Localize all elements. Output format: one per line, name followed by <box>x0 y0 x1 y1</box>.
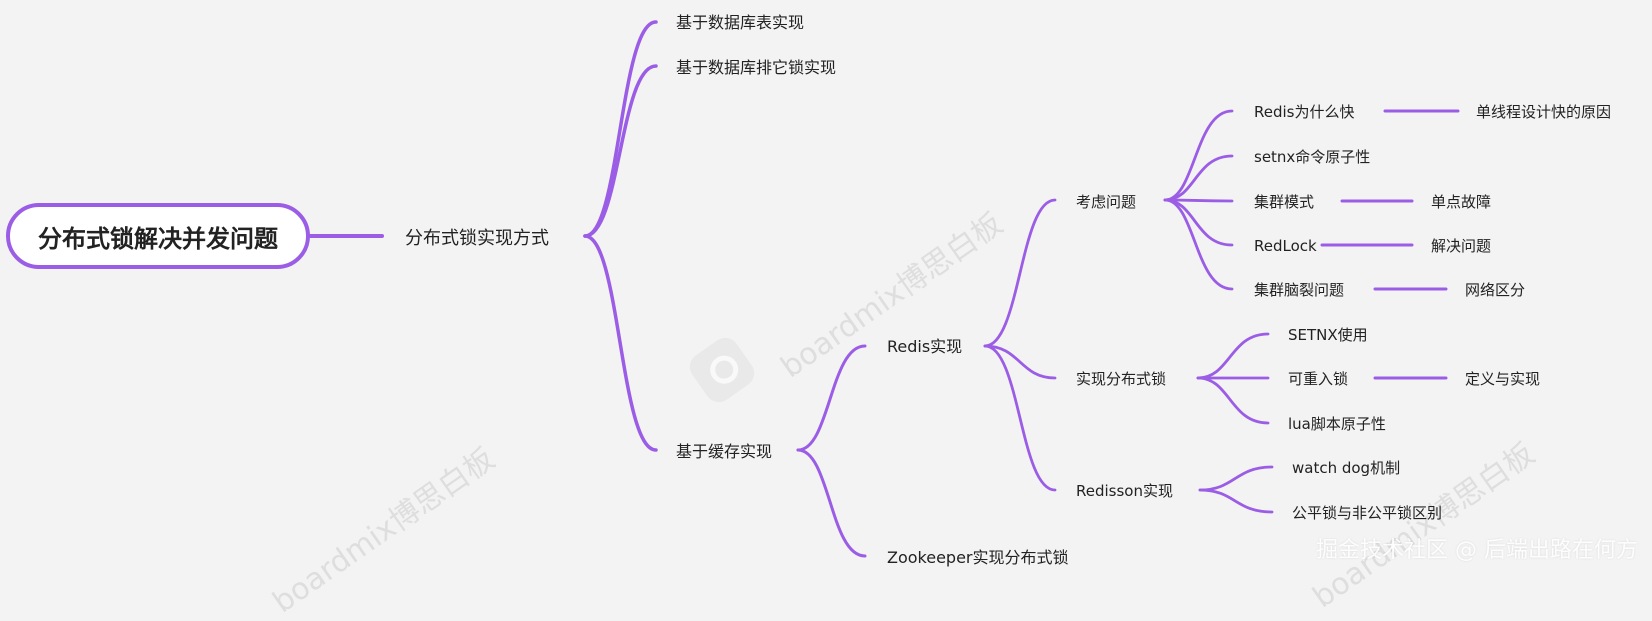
node-single-thread: 单线程设计快的原因 <box>1476 103 1611 121</box>
edge-cache-redis <box>796 344 867 452</box>
node-db-lock: 基于数据库排它锁实现 <box>676 58 836 77</box>
edge-redisson-watchdog <box>1198 465 1274 492</box>
node-definition: 定义与实现 <box>1465 370 1540 388</box>
node-redisson: Redisson实现 <box>1076 482 1173 500</box>
node-single-fault: 单点故障 <box>1431 193 1491 211</box>
edge-cache-zookeeper <box>796 448 867 558</box>
node-l1: 分布式锁实现方式 <box>405 228 549 249</box>
node-watchdog: watch dog机制 <box>1292 459 1400 477</box>
mindmap-edges <box>306 20 1460 558</box>
edge-impl-setnx-use <box>1196 332 1270 380</box>
node-split-brain: 集群脑裂问题 <box>1254 281 1344 299</box>
node-redis: Redis实现 <box>887 337 962 356</box>
edge-consider-setnx <box>1163 154 1234 202</box>
edge-redis-impl <box>983 344 1057 380</box>
footer-credit: 掘金技术社区 @ 后端出路在何方 <box>1316 538 1638 563</box>
node-redlock: RedLock <box>1254 237 1317 255</box>
edge-l1-cache <box>583 234 658 452</box>
node-redis-fast: Redis为什么快 <box>1254 103 1354 121</box>
root-label: 分布式锁解决并发问题 <box>38 225 278 253</box>
root-node <box>6 203 310 269</box>
node-zookeeper: Zookeeper实现分布式锁 <box>887 548 1069 567</box>
node-consider: 考虑问题 <box>1076 193 1136 211</box>
edge-l1-db-lock <box>583 64 658 238</box>
node-network-partition: 网络区分 <box>1465 281 1525 299</box>
edge-redis-redisson <box>983 344 1057 492</box>
edge-consider-redlock <box>1163 198 1234 247</box>
node-setnx-atomic: setnx命令原子性 <box>1254 148 1370 166</box>
node-cluster: 集群模式 <box>1254 193 1314 211</box>
edge-impl-lua <box>1196 376 1270 425</box>
node-cache: 基于缓存实现 <box>676 442 772 461</box>
node-fair: 公平锁与非公平锁区别 <box>1292 504 1442 522</box>
node-db-table: 基于数据库表实现 <box>676 13 804 32</box>
node-reentrant: 可重入锁 <box>1288 370 1348 388</box>
edge-redis-consider <box>983 198 1057 348</box>
edge-l1-db-table <box>583 20 658 238</box>
edge-redisson-fair <box>1198 488 1274 514</box>
edge-consider-split <box>1163 198 1234 291</box>
node-lua: lua脚本原子性 <box>1288 415 1386 433</box>
node-impl: 实现分布式锁 <box>1076 370 1166 388</box>
node-setnx-use: SETNX使用 <box>1288 326 1368 344</box>
edge-consider-fast <box>1163 109 1234 202</box>
node-solve: 解决问题 <box>1431 237 1491 255</box>
mindmap-canvas: 分布式锁解决并发问题 分布式锁实现方式 基于数据库表实现 基于数据库排它锁实现 … <box>6 13 1611 567</box>
